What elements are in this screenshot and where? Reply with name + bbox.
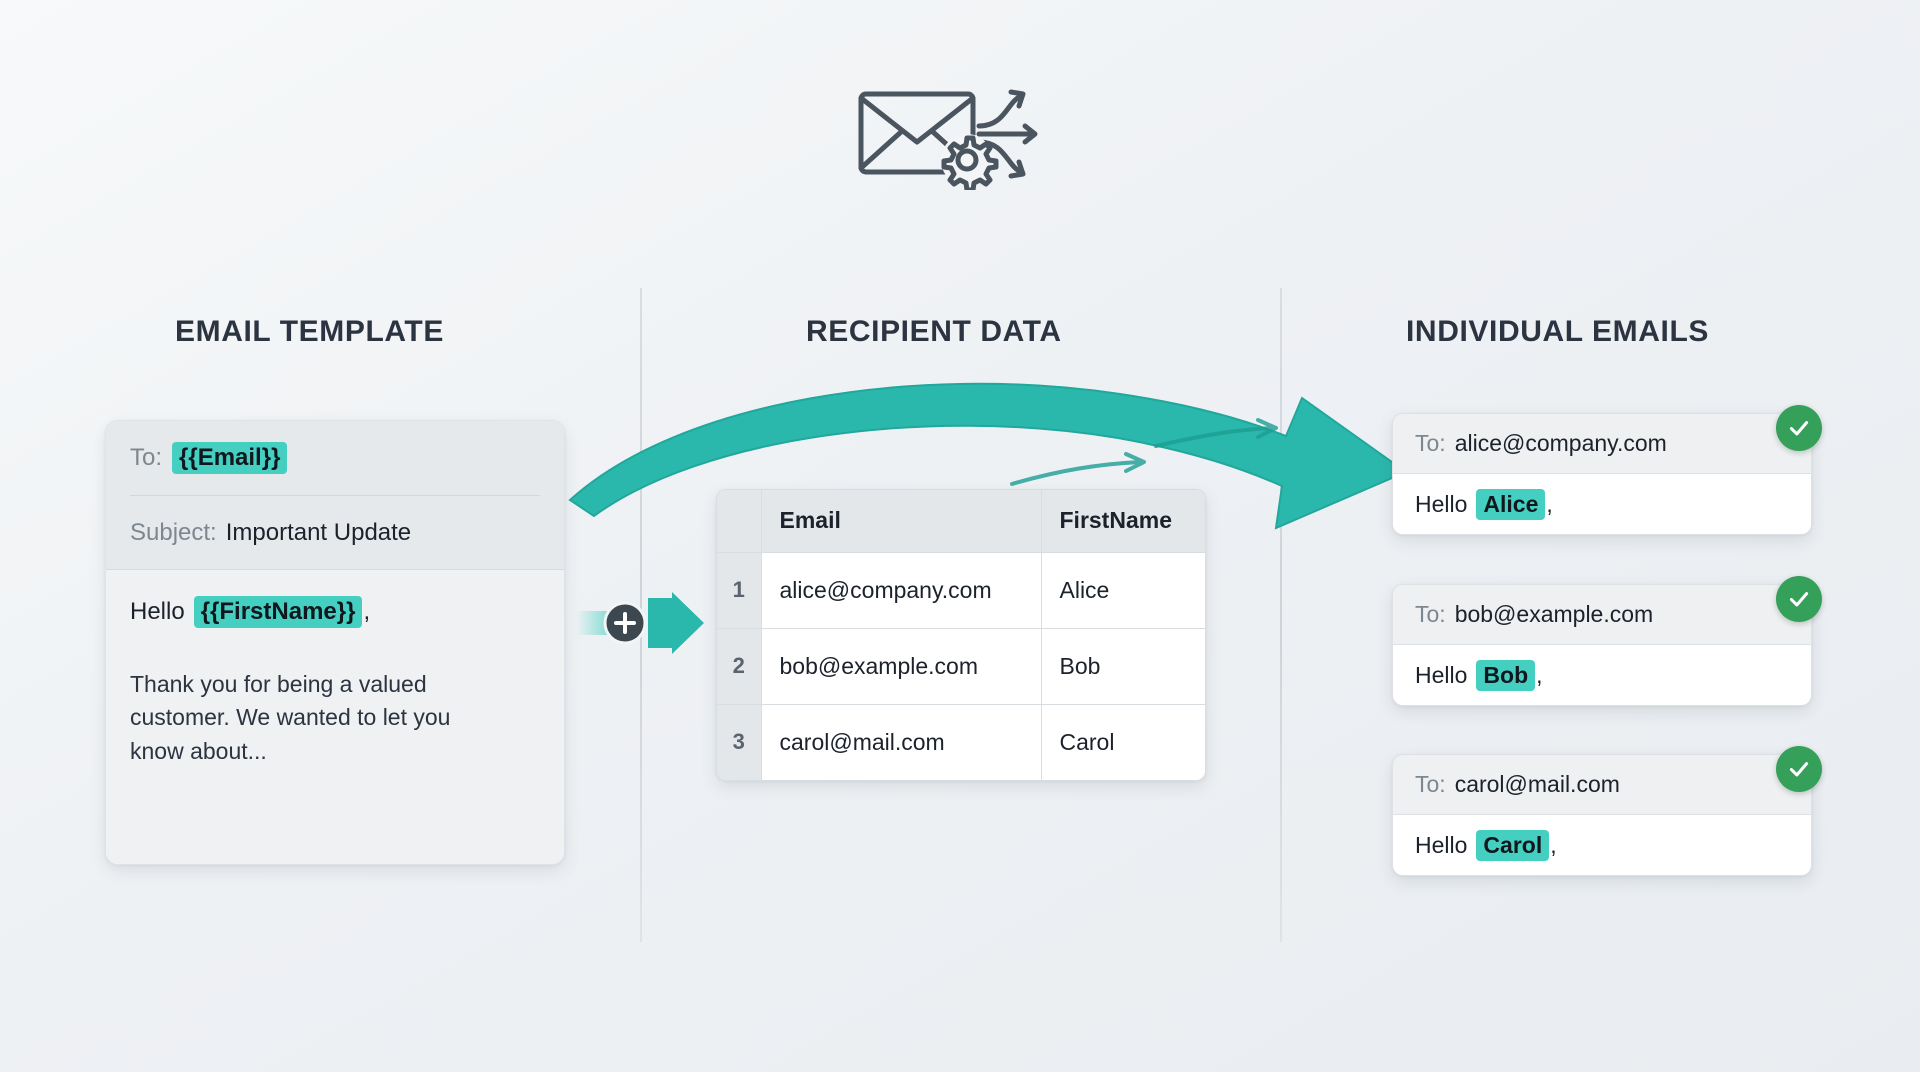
email-to-value: alice@company.com <box>1454 430 1667 456</box>
page-title-individual-emails: INDIVIDUAL EMAILS <box>1406 315 1709 348</box>
email-greeting-prefix: Hello <box>1415 831 1468 858</box>
email-to-row: To: carol@mail.com <box>1393 755 1811 815</box>
table-row[interactable]: 2 bob@example.com Bob <box>717 628 1205 705</box>
column-header-firstname: FirstName <box>1041 490 1205 553</box>
template-greeting: Hello {{FirstName}} , <box>130 596 540 628</box>
column-header-index <box>717 490 762 553</box>
cell-firstname: Bob <box>1041 628 1205 705</box>
template-to-label: To: <box>130 444 163 471</box>
check-circle-icon <box>1776 746 1822 792</box>
recipient-data-table[interactable]: Email FirstName 1 alice@company.com Alic… <box>716 489 1206 781</box>
individual-email-card[interactable]: To: alice@company.com Hello Alice , <box>1392 413 1812 535</box>
row-index: 1 <box>717 552 762 629</box>
email-name-highlight: Alice <box>1476 488 1546 520</box>
template-header: To: {{Email}} Subject: Important Update <box>106 421 564 570</box>
template-greeting-prefix: Hello <box>130 598 185 625</box>
email-greeting-suffix: , <box>1536 661 1543 688</box>
email-name-highlight: Bob <box>1476 659 1536 691</box>
email-greeting-row: Hello Carol , <box>1393 815 1811 875</box>
page-title-email-template: EMAIL TEMPLATE <box>175 315 444 348</box>
cell-firstname: Carol <box>1041 704 1205 780</box>
email-to-row: To: bob@example.com <box>1393 585 1811 645</box>
page-title-recipient-data: RECIPIENT DATA <box>806 315 1062 348</box>
template-subject-label: Subject: <box>130 518 217 546</box>
merge-plus-connector <box>576 592 716 654</box>
template-firstname-token: {{FirstName}} <box>193 596 363 628</box>
email-greeting-row: Hello Alice , <box>1393 474 1811 534</box>
check-circle-icon <box>1776 405 1822 451</box>
email-to-row: To: alice@company.com <box>1393 414 1811 474</box>
email-greeting-suffix: , <box>1546 490 1553 517</box>
table-row[interactable]: 3 carol@mail.com Carol <box>717 704 1205 780</box>
column-header-email: Email <box>761 490 1042 553</box>
email-to-value: carol@mail.com <box>1454 771 1620 797</box>
template-to-row: To: {{Email}} <box>130 421 540 495</box>
row-index: 3 <box>717 704 762 780</box>
template-subject-value: Important Update <box>225 518 412 546</box>
envelope-gear-arrows-icon <box>855 78 1065 193</box>
template-subject-row: Subject: Important Update <box>130 495 540 569</box>
column-divider-right <box>1280 288 1282 942</box>
individual-email-card[interactable]: To: bob@example.com Hello Bob , <box>1392 584 1812 706</box>
email-to-label: To: <box>1415 771 1446 797</box>
table-header-row: Email FirstName <box>717 490 1205 553</box>
email-to-label: To: <box>1415 601 1446 627</box>
email-name-highlight: Carol <box>1476 829 1550 861</box>
cell-email: carol@mail.com <box>761 704 1042 780</box>
check-circle-icon <box>1776 576 1822 622</box>
template-email-token: {{Email}} <box>172 442 288 474</box>
cell-email: alice@company.com <box>761 552 1042 629</box>
row-index: 2 <box>717 628 762 705</box>
template-body: Hello {{FirstName}} , Thank you for bein… <box>106 570 564 864</box>
email-greeting-row: Hello Bob , <box>1393 645 1811 705</box>
email-greeting-prefix: Hello <box>1415 490 1468 517</box>
template-paragraph: Thank you for being a valued customer. W… <box>130 671 451 764</box>
individual-email-card[interactable]: To: carol@mail.com Hello Carol , <box>1392 754 1812 876</box>
cell-email: bob@example.com <box>761 628 1042 705</box>
template-greeting-suffix: , <box>363 598 371 625</box>
table-row[interactable]: 1 alice@company.com Alice <box>717 552 1205 629</box>
email-greeting-prefix: Hello <box>1415 661 1468 688</box>
email-to-label: To: <box>1415 430 1446 456</box>
cell-firstname: Alice <box>1041 552 1205 629</box>
email-to-value: bob@example.com <box>1454 601 1654 627</box>
email-greeting-suffix: , <box>1550 831 1557 858</box>
email-template-card[interactable]: To: {{Email}} Subject: Important Update … <box>105 420 565 865</box>
